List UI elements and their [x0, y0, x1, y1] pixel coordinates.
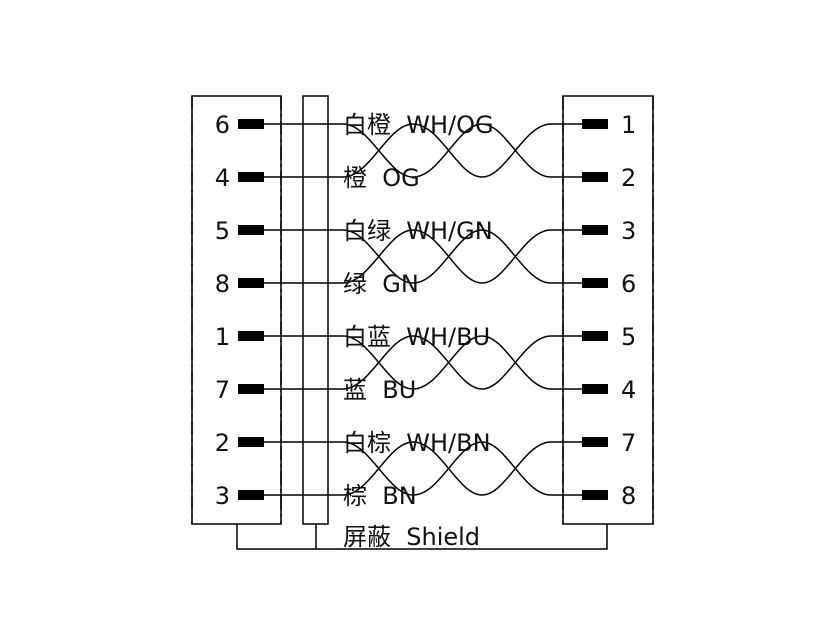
right-pins: 1 2 3 6 5 4 7 8: [582, 111, 636, 510]
right-pin-label: 7: [621, 429, 636, 457]
left-pin-label: 5: [215, 217, 230, 245]
twisted-pair: [264, 335, 582, 390]
left-pin-contact: [238, 437, 264, 447]
left-pin-contact: [238, 331, 264, 341]
left-pin-contact: [238, 172, 264, 182]
left-pin-label: 4: [215, 164, 230, 192]
left-pin-label: 7: [215, 376, 230, 404]
left-pin-contact: [238, 384, 264, 394]
shield-wire: 屏蔽 Shield: [236, 523, 608, 551]
twisted-pair: [264, 123, 582, 178]
right-pin-contact: [582, 172, 608, 182]
left-pin-contact: [238, 225, 264, 235]
wire-label: 白橙 WH/OG: [343, 111, 494, 139]
left-pin-label: 6: [215, 111, 230, 139]
wire-label: 蓝 BU: [343, 376, 416, 404]
right-pin-label: 2: [621, 164, 636, 192]
wire-label: 白棕 WH/BN: [343, 429, 491, 457]
left-pin-contact: [238, 490, 264, 500]
left-pin-contact: [238, 119, 264, 129]
shield-label: 屏蔽 Shield: [343, 523, 480, 551]
left-pin-label: 8: [215, 270, 230, 298]
wire-label: 棕 BN: [343, 482, 417, 510]
right-pin-contact: [582, 490, 608, 500]
wire-label: 白绿 WH/GN: [343, 217, 493, 245]
right-pin-contact: [582, 119, 608, 129]
twisted-pair: [264, 229, 582, 284]
left-pin-label: 1: [215, 323, 230, 351]
right-pin-label: 3: [621, 217, 636, 245]
left-pin-label: 3: [215, 482, 230, 510]
right-pin-label: 1: [621, 111, 636, 139]
right-pin-label: 5: [621, 323, 636, 351]
right-pin-label: 4: [621, 376, 636, 404]
right-pin-contact: [582, 437, 608, 447]
right-pin-contact: [582, 384, 608, 394]
right-pin-contact: [582, 331, 608, 341]
left-connector: [191, 95, 282, 525]
wire-labels: 白橙 WH/OG 橙 OG 白绿 WH/GN 绿 GN 白蓝 WH/BU 蓝 B…: [343, 111, 494, 510]
left-pin-label: 2: [215, 429, 230, 457]
right-connector: [562, 95, 654, 525]
wire-label: 橙 OG: [343, 164, 420, 192]
wire-label: 绿 GN: [343, 270, 419, 298]
left-pin-contact: [238, 278, 264, 288]
right-pin-label: 6: [621, 270, 636, 298]
left-pins: 6 4 5 8 1 7 2 3: [215, 111, 264, 510]
cable-jacket: [302, 95, 329, 525]
right-pin-label: 8: [621, 482, 636, 510]
right-pin-contact: [582, 225, 608, 235]
twisted-pair: [264, 441, 582, 496]
twisted-pairs: [264, 123, 582, 496]
right-pin-contact: [582, 278, 608, 288]
wire-label: 白蓝 WH/BU: [343, 323, 490, 351]
